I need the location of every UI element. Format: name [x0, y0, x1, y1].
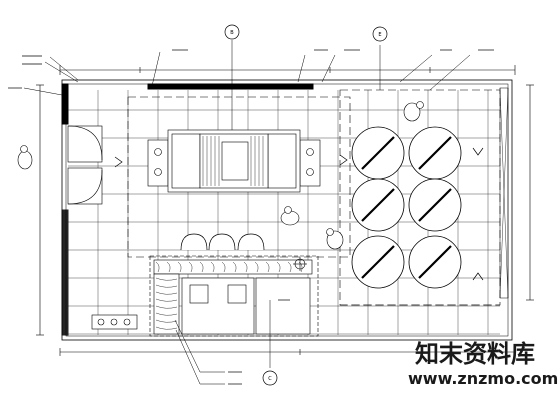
cooktop-unit [91, 314, 138, 330]
marble-vein [155, 261, 160, 273]
sofa-set [147, 129, 321, 193]
watermark-brand: 知末资料库 [415, 340, 535, 368]
table-diagonal-mark [418, 245, 452, 279]
marble-vein [243, 261, 248, 273]
table-diagonal-mark [361, 136, 395, 170]
people-figures [17, 101, 424, 250]
bar-counter [149, 255, 319, 337]
marble-vein [166, 261, 171, 273]
marble-vein [287, 261, 292, 273]
table-diagonal-mark [358, 242, 392, 276]
marble-vein [155, 319, 178, 323]
flow-arrows [114, 147, 484, 281]
room-walls [61, 79, 513, 341]
illegible-label-marks [8, 49, 494, 385]
entrance-doors [67, 125, 103, 205]
marble-vein [276, 261, 281, 273]
marble-vein [232, 261, 237, 273]
callout-bubble-bottom-label: C [268, 376, 272, 382]
table-diagonal-mark [358, 133, 392, 167]
light-fixture-symbol [293, 257, 307, 271]
marble-vein [155, 326, 178, 330]
marble-vein [155, 312, 178, 316]
table-diagonal-mark [418, 188, 452, 222]
marble-vein [155, 284, 178, 288]
bar-stools [180, 233, 265, 251]
marble-vein [155, 277, 178, 281]
marble-vein [155, 291, 178, 295]
annotation-leaders [23, 40, 471, 385]
table-diagonal-mark [361, 245, 395, 279]
watermark-url: www.znzmo.com [408, 369, 558, 388]
marble-vein [155, 298, 178, 302]
table-diagonal-mark [415, 185, 449, 219]
marble-vein [254, 261, 259, 273]
callout-bubble-top [224, 24, 240, 40]
table-diagonal-mark [418, 136, 452, 170]
marble-vein [210, 261, 215, 273]
dashed-zone-lines [127, 89, 501, 306]
table-diagonal-mark [415, 133, 449, 167]
marble-vein [155, 305, 178, 309]
dimension-lines [36, 65, 534, 356]
marble-vein [199, 261, 204, 273]
counter-marble-pattern [155, 261, 303, 330]
marble-vein [265, 261, 270, 273]
table-diagonal-mark [361, 188, 395, 222]
callout-bubble-right [372, 26, 388, 42]
table-diagonal-mark [358, 185, 392, 219]
table-diagonal-mark [415, 242, 449, 276]
callout-bubble-bottom [262, 370, 278, 386]
callout-bubble-top-label: B [230, 30, 234, 36]
marble-vein [221, 261, 226, 273]
round-tables [351, 126, 462, 289]
callout-bubble-right-label: E [378, 32, 381, 38]
coffee-table-hatch [202, 136, 264, 186]
marble-vein [177, 261, 182, 273]
marble-vein [188, 261, 193, 273]
